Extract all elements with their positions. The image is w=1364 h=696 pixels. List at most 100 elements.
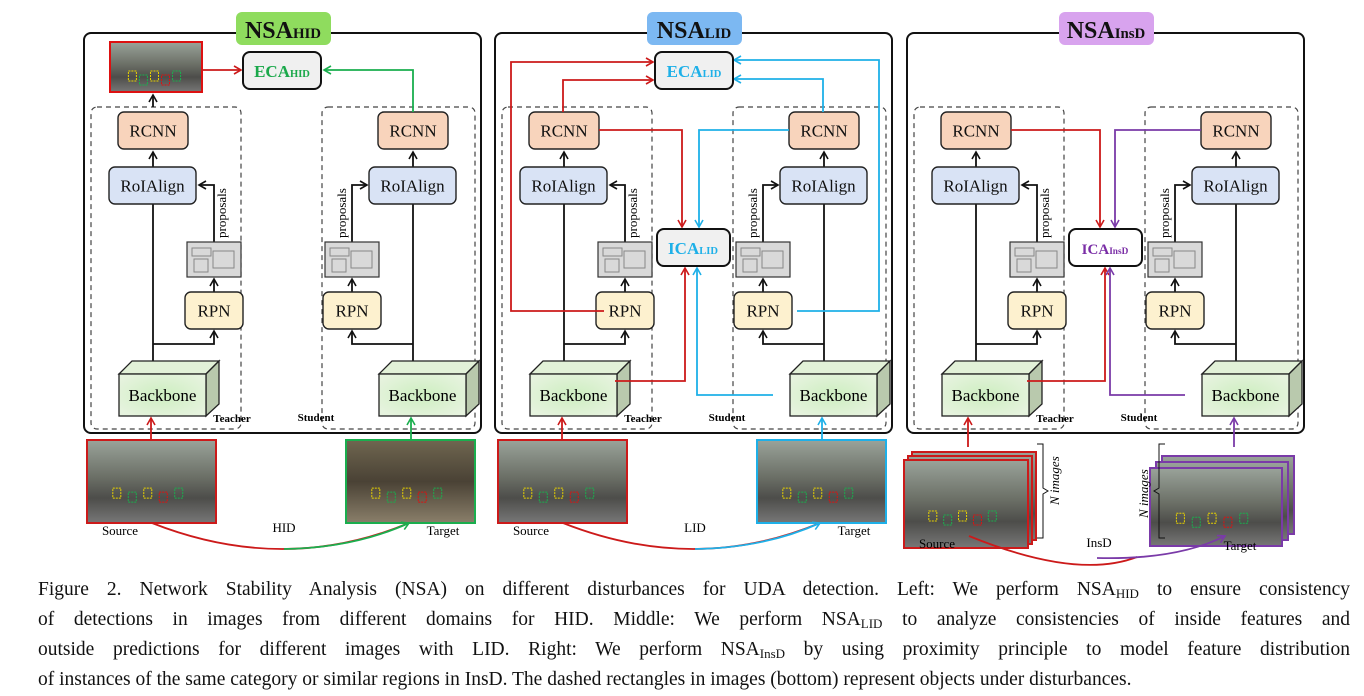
teacher-rpn-box [1007, 291, 1067, 330]
student-proposals-arrow [351, 180, 369, 242]
caption-subscript: InsD [759, 646, 786, 661]
student-rpn-to-eca [732, 55, 880, 312]
teacher-rpn-label: RPN [1020, 302, 1053, 321]
panel-tag [647, 12, 742, 45]
student-backbone-to-rpn [1170, 329, 1236, 345]
panel-title-sub: LID [705, 26, 732, 42]
student-region [732, 106, 887, 430]
disturbed-object-box [1175, 512, 1185, 524]
teacher-label: Teacher [1036, 413, 1074, 425]
panel-title: NSAHID [245, 18, 321, 44]
student-backbone-label: Backbone [1212, 386, 1280, 405]
disturbance-curve-target [283, 521, 411, 550]
ica-box [1068, 228, 1143, 267]
student-roialign-label: RoIAlign [1203, 177, 1268, 196]
student-backbone-box [1201, 373, 1290, 417]
disturbed-object-box [402, 487, 412, 499]
caption-text: Figure 2. Network Stability Analysis (NS… [38, 579, 1116, 600]
teacher-backbone-label: Backbone [129, 386, 197, 405]
target-label: Target [838, 523, 871, 538]
disturbed-object-box [143, 487, 153, 499]
ica-box [656, 228, 731, 267]
student-backbone-to-ica [692, 266, 773, 396]
n-images-label: N images [1047, 456, 1062, 506]
student-rcnn-to-eca [732, 74, 824, 112]
target-label: Target [1224, 538, 1257, 553]
proposal-box [212, 250, 235, 269]
caption-text: by using proximity principle to model fe… [785, 639, 1350, 660]
caption-text: to ensure consistency [1138, 579, 1350, 600]
caption-text: of detections in images from different d… [38, 609, 861, 630]
teacher-backbone-top [940, 360, 1044, 375]
student-label: Student [709, 412, 746, 424]
teacher-region [90, 106, 242, 430]
student-roialign-box [1191, 166, 1280, 205]
teacher-label: Teacher [213, 413, 251, 425]
disturbed-object-box [433, 487, 443, 499]
student-backbone-to-rpn [347, 329, 413, 345]
disturbed-object-box [987, 510, 997, 522]
student-rcnn-label: RCNN [800, 122, 847, 141]
caption-subscript: LID [860, 616, 883, 631]
eca-label: ECALID [667, 62, 722, 81]
student-backbone-to-ica [1105, 266, 1185, 396]
student-backbone-box [378, 373, 467, 417]
caption-line-2: of detections in images from different d… [38, 605, 1350, 635]
teacher-rcnn-label: RCNN [540, 122, 587, 141]
panel-tag [236, 12, 331, 45]
student-rpn-label: RPN [335, 302, 368, 321]
student-rcnn-label: RCNN [389, 122, 436, 141]
target-image [345, 439, 476, 524]
disturbed-object-box [538, 491, 548, 503]
proposal-box [1035, 250, 1058, 269]
student-backbone-top [788, 360, 892, 375]
disturbed-object-box [958, 510, 968, 522]
teacher-backbone-label: Backbone [952, 386, 1020, 405]
teacher-proposals-label: proposals [1037, 188, 1052, 238]
teacher-roialign-label: RoIAlign [120, 177, 185, 196]
proposal-box [602, 247, 623, 257]
disturbance-label: InsD [1086, 535, 1111, 550]
disturbed-object-box [943, 514, 953, 526]
teacher-backbone-to-ica [615, 266, 690, 382]
teacher-backbone-to-rpn [564, 329, 630, 345]
proposal-box [623, 250, 646, 269]
eca-box [654, 51, 734, 90]
student-proposals-label: proposals [334, 188, 349, 238]
teacher-rcnn-to-ica [1011, 129, 1105, 229]
teacher-rpn-box [184, 291, 244, 330]
disturbed-object-box [972, 514, 982, 526]
student-rcnn-to-ica [694, 129, 789, 229]
teacher-backbone-box [529, 373, 618, 417]
disturbed-object-box [844, 487, 854, 499]
ica-label: ICAInsD [1082, 242, 1129, 258]
student-rpn-box [322, 291, 382, 330]
disturbed-object-box [161, 74, 171, 86]
student-backbone-label: Backbone [389, 386, 457, 405]
teacher-backbone-box [941, 373, 1030, 417]
panel-tag [1059, 12, 1154, 45]
proposal-box [191, 247, 212, 257]
teacher-region [501, 106, 653, 430]
disturbed-object-box [782, 487, 792, 499]
disturbed-object-box [158, 491, 168, 503]
eca-label-sub: LID [703, 69, 722, 80]
ica-label-sub: LID [699, 246, 718, 257]
student-roialign-label: RoIAlign [380, 177, 445, 196]
student-region [1144, 106, 1299, 430]
caption-subscript: HID [1115, 586, 1139, 601]
student-label: Student [1121, 412, 1158, 424]
proposal-box [604, 258, 620, 273]
target-label: Target [427, 523, 460, 538]
caption-text: to analyze consistencies of inside featu… [882, 609, 1351, 630]
teacher-roialign-label: RoIAlign [943, 177, 1008, 196]
teacher-roialign-box [931, 166, 1020, 205]
disturbed-object-box [172, 70, 182, 82]
disturbed-object-box [797, 491, 807, 503]
student-proposals-label: proposals [1157, 188, 1172, 238]
student-roialign-box [368, 166, 457, 205]
panel-title-sub: HID [293, 26, 321, 42]
